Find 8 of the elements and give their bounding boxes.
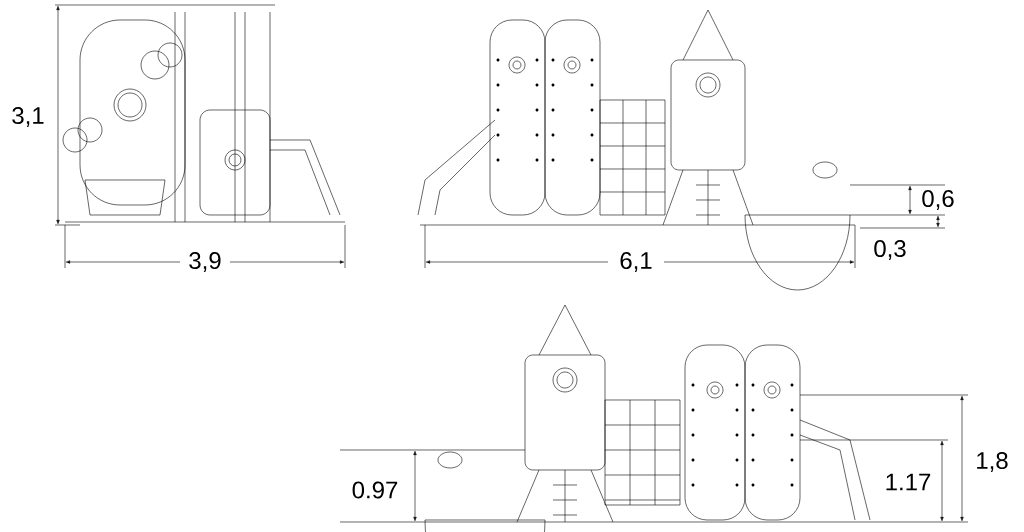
dimension-label: 1,8 — [977, 452, 1008, 472]
dimension-label: 3,1 — [12, 107, 44, 127]
dimension-label: 0,3 — [874, 240, 906, 260]
dimension-label: 1.17 — [886, 473, 931, 491]
dimension-label: 6,1 — [620, 252, 652, 272]
dimension-label: 3,9 — [189, 252, 221, 272]
dimension-label: 0.97 — [352, 481, 398, 499]
dimension-label: 0,6 — [922, 190, 954, 210]
